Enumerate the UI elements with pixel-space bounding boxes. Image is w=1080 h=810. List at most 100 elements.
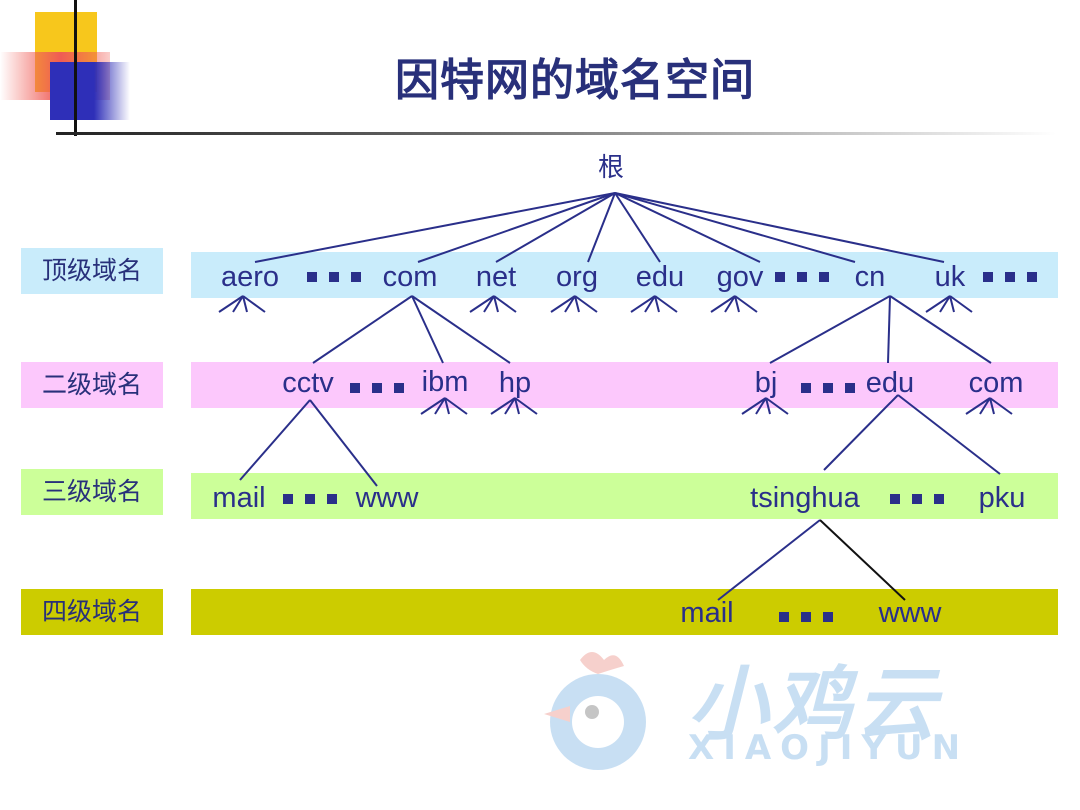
fork-line [434, 397, 446, 415]
edge-cctv-cctv_www [309, 399, 378, 487]
ellipsis-dot [801, 612, 811, 622]
node-gov: gov [717, 261, 764, 293]
ellipsis-dot [305, 494, 315, 504]
fork-line [949, 295, 955, 313]
fork-line [550, 295, 576, 313]
edge-cn_edu-pku [897, 394, 1001, 475]
level-label-third: 三级域名 [21, 469, 163, 515]
fork-line [710, 295, 736, 313]
fork-line [965, 397, 991, 415]
fork-line [493, 295, 517, 313]
edge-com-cctv [312, 295, 413, 364]
node-com: com [383, 261, 438, 293]
band-fourth-level [191, 589, 1058, 635]
node-cctv: cctv [282, 367, 334, 399]
edge-root-aero [254, 192, 616, 263]
edge-root-uk [614, 192, 945, 263]
node-org: org [556, 261, 598, 293]
edge-root-com [417, 192, 616, 263]
corner-vertical-line [74, 0, 77, 136]
ellipsis-dot [283, 494, 293, 504]
ellipsis-dot [845, 383, 855, 393]
fork-line [949, 295, 973, 313]
ellipsis-dot [890, 494, 900, 504]
ellipsis-dots [283, 272, 1037, 622]
level-label-fourth: 四级域名 [21, 589, 163, 635]
fork-line [242, 295, 266, 313]
fork-line [232, 295, 244, 313]
ellipsis-dot [327, 494, 337, 504]
node-cn-edu: edu [866, 367, 914, 399]
fork-line [765, 397, 789, 415]
fork-line [989, 397, 1013, 415]
watermark-subtitle: XIAOJIYUN [688, 728, 970, 768]
edge-cn-cn_com [889, 295, 992, 364]
ellipsis-dot [934, 494, 944, 504]
fork-line [444, 397, 468, 415]
fork-line [644, 295, 656, 313]
fork-line [564, 295, 576, 313]
node-root: 根 [598, 153, 624, 183]
fork-line [444, 397, 450, 415]
fork-line [989, 397, 995, 415]
node-pku: pku [979, 482, 1026, 514]
corner-decoration-blue [50, 62, 130, 120]
fork-line [514, 397, 520, 415]
node-cctv-mail: mail [212, 482, 265, 514]
node-cctv-www: www [355, 482, 420, 514]
ellipsis-dot [775, 272, 785, 282]
node-tsinghua-mail: mail [680, 597, 733, 629]
title-underline [56, 132, 1056, 135]
fork-line [765, 397, 771, 415]
node-hp: hp [499, 367, 531, 399]
edge-tsinghua-tsinghua_mail [717, 519, 821, 601]
tree-edges [239, 192, 1001, 601]
edge-cn_edu-tsinghua [823, 394, 899, 471]
edge-cn-bj [769, 295, 891, 364]
watermark-name: 小鸡云 [688, 658, 940, 751]
fork-line [654, 295, 678, 313]
tree-forks [218, 295, 1013, 415]
fork-line [469, 295, 495, 313]
fork-line [654, 295, 660, 313]
edge-root-gov [614, 192, 761, 263]
node-tsinghua: tsinghua [750, 482, 861, 514]
node-ibm: ibm [422, 366, 469, 398]
ellipsis-dot [779, 612, 789, 622]
page-title: 因特网的域名空间 [395, 55, 755, 106]
node-tsinghua-www: www [878, 597, 943, 629]
ellipsis-dot [797, 272, 807, 282]
fork-line [218, 295, 244, 313]
fork-line [979, 397, 991, 415]
fork-line [574, 295, 598, 313]
ellipsis-dot [1027, 272, 1037, 282]
node-cn-com: com [969, 367, 1024, 399]
ellipsis-dot [912, 494, 922, 504]
edge-root-cn [614, 192, 856, 263]
fork-line [734, 295, 758, 313]
fork-line [483, 295, 495, 313]
fork-line [755, 397, 767, 415]
fork-line [724, 295, 736, 313]
level-label-second: 二级域名 [21, 362, 163, 408]
ellipsis-dot [307, 272, 317, 282]
level-label-top: 顶级域名 [21, 248, 163, 294]
band-second-level [191, 362, 1058, 408]
node-uk: uk [935, 261, 966, 293]
fork-line [925, 295, 951, 313]
chicken-logo-icon [544, 652, 646, 770]
fork-line [242, 295, 248, 313]
ellipsis-dot [819, 272, 829, 282]
fork-line [504, 397, 516, 415]
node-edu: edu [636, 261, 684, 293]
node-cn: cn [855, 261, 886, 293]
edge-tsinghua-tsinghua_www [819, 519, 906, 601]
fork-line [630, 295, 656, 313]
fork-line [741, 397, 767, 415]
ellipsis-dot [983, 272, 993, 282]
fork-line [420, 397, 446, 415]
edge-root-net [495, 192, 616, 263]
fork-line [939, 295, 951, 313]
node-bj: bj [755, 367, 778, 399]
edge-root-org [587, 192, 616, 263]
